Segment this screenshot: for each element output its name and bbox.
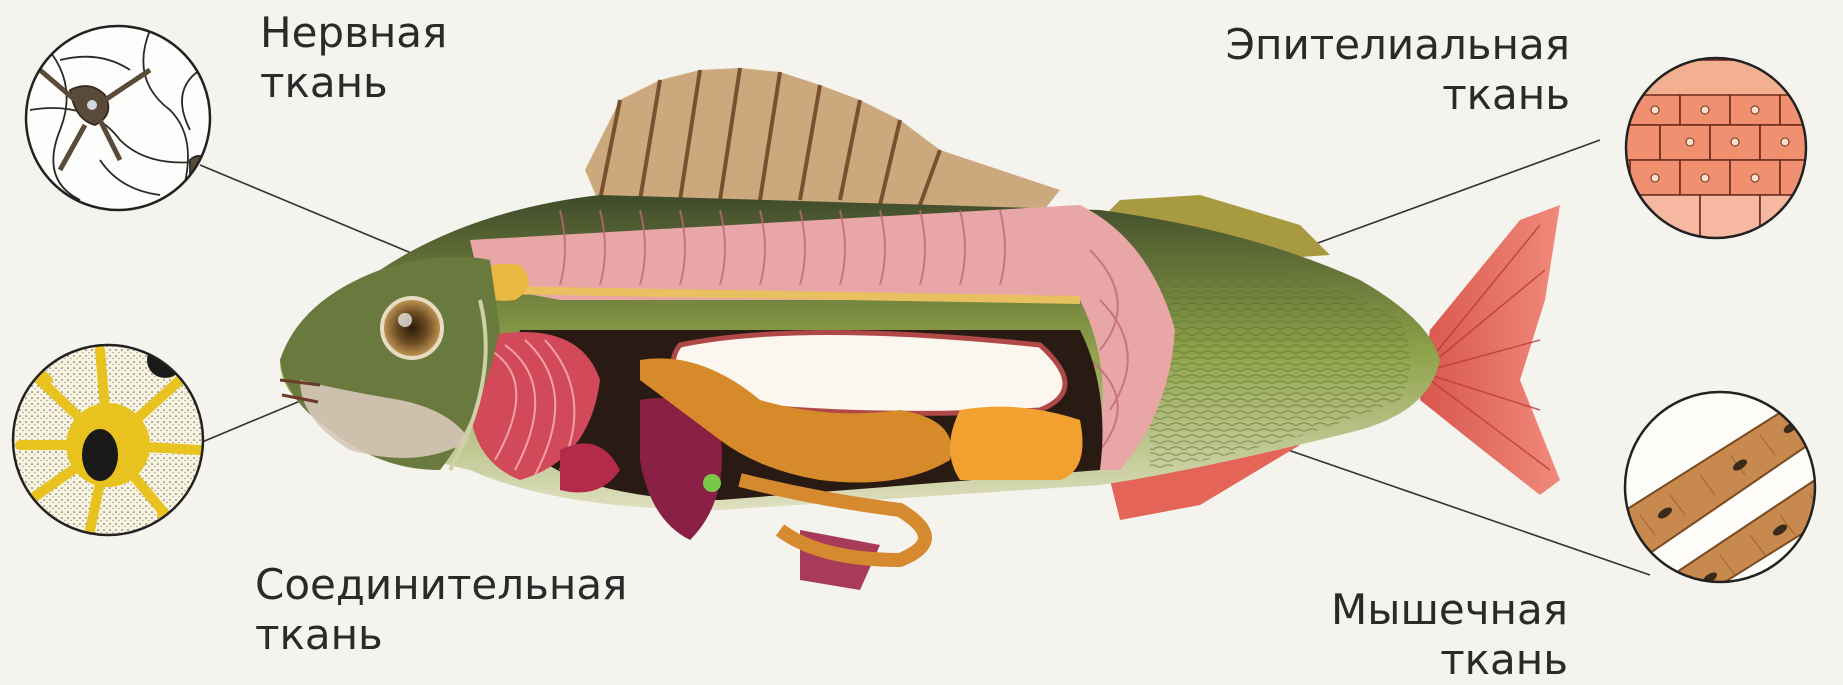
- connective-tissue-inset: [10, 340, 210, 540]
- dorsal-fin: [585, 68, 1060, 215]
- label-muscle-line1: Мышечная: [1300, 585, 1568, 635]
- fish: [280, 68, 1560, 590]
- epithelial-tissue-inset: [1620, 58, 1820, 250]
- label-nervous-line2: ткань: [260, 58, 447, 108]
- label-connective-tissue: Соединительная ткань: [255, 560, 627, 660]
- label-nervous-tissue: Нервная ткань: [260, 8, 447, 108]
- muscle-tissue-inset: [1610, 392, 1840, 610]
- gall-bladder: [703, 474, 721, 492]
- leader-line-nervous: [200, 165, 440, 265]
- gonad: [950, 407, 1083, 480]
- label-connective-line1: Соединительная: [255, 560, 627, 610]
- nervous-tissue-inset: [26, 26, 215, 210]
- label-muscle-line2: ткань: [1300, 635, 1568, 685]
- label-epithelial-line1: Эпителиальная: [1200, 20, 1570, 70]
- tail-fin: [1420, 205, 1560, 495]
- label-connective-line2: ткань: [255, 610, 627, 660]
- label-nervous-line1: Нервная: [260, 8, 447, 58]
- label-epithelial-line2: ткань: [1200, 70, 1570, 120]
- fish-eye: [382, 298, 442, 358]
- label-epithelial-tissue: Эпителиальная ткань: [1200, 20, 1570, 120]
- label-muscle-tissue: Мышечная ткань: [1300, 585, 1568, 685]
- connective-cell-nucleus: [82, 429, 118, 481]
- neuron-nucleus: [87, 100, 97, 110]
